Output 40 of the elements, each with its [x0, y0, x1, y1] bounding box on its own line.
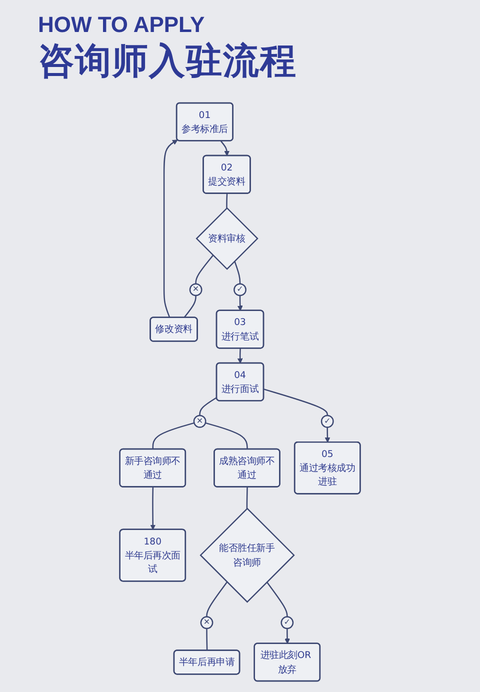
process-box: 成熟咨询师不通过: [214, 448, 280, 488]
connector: [199, 396, 218, 416]
process-box: 05 通过考核成功进驻: [294, 441, 361, 494]
subtitle: HOW TO APPLY: [38, 12, 205, 38]
title: 咨询师入驻流程: [38, 40, 297, 84]
connector: [266, 582, 288, 617]
connector: [237, 348, 243, 364]
connector: [234, 260, 241, 284]
process-box: 半年后再申请: [173, 650, 240, 675]
decision-diamond: 资料审核: [196, 207, 258, 270]
connector: [324, 427, 330, 443]
connector: [206, 582, 228, 617]
process-box: 04 进行面试: [216, 362, 264, 402]
process-box: 02 提交资料: [202, 154, 251, 194]
connector: [150, 487, 156, 530]
connector: [220, 140, 230, 156]
status-circle: ✕: [189, 283, 202, 296]
process-box: 修改资料: [150, 316, 198, 342]
connector: [152, 422, 194, 450]
status-circle: ✓: [234, 283, 246, 296]
status-circle: ✓: [320, 414, 334, 428]
connector: [184, 296, 196, 318]
connector: [284, 628, 290, 644]
connector: [264, 388, 328, 416]
decision-diamond: 能否胜任新手咨询师: [200, 508, 295, 603]
connector: [237, 296, 243, 311]
process-box: 180 半年后再次面试: [119, 528, 186, 582]
process-box: 01 参考标准后: [176, 102, 234, 142]
process-box: 新手咨询师不通过: [119, 448, 186, 488]
connector: [195, 254, 214, 284]
connector: [246, 487, 248, 509]
connector: [226, 194, 228, 208]
status-circle: ✕: [193, 414, 206, 428]
status-circle: ✕: [200, 616, 214, 630]
process-box: 03 进行笔试: [216, 310, 264, 349]
connector: [206, 628, 208, 651]
status-circle: ✓: [280, 616, 294, 630]
process-box: 进驻此刻OR 放弃: [254, 642, 321, 682]
connector: [163, 140, 178, 318]
connector: [205, 422, 248, 450]
